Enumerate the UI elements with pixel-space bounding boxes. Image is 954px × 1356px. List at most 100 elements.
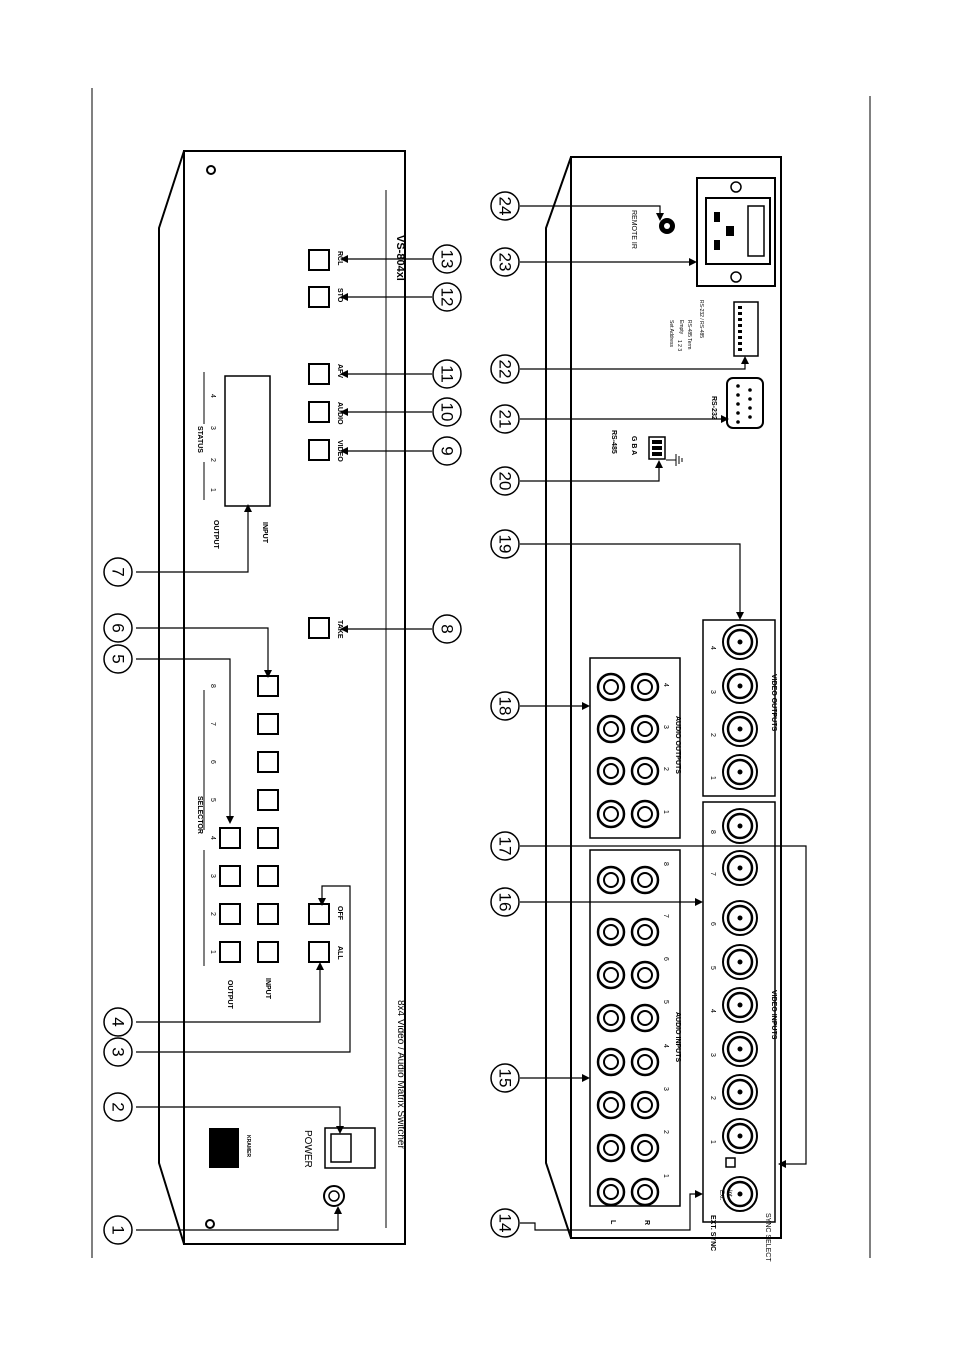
input-select-button[interactable]: [257, 789, 279, 811]
callout-8: 8: [432, 614, 462, 644]
rs232-port[interactable]: [726, 377, 764, 429]
callout-circle: [490, 191, 520, 221]
front-panel-side: [158, 150, 185, 1245]
input-select-button[interactable]: [257, 903, 279, 925]
status-number: 4: [209, 394, 216, 398]
output-row-label: OUTPUT: [226, 980, 233, 1010]
callout-number: 22: [496, 360, 515, 379]
video-output-number: 3: [709, 690, 716, 694]
callout-circle: [103, 613, 133, 643]
int-label: Int.: [726, 1190, 732, 1199]
callout-number: 18: [496, 697, 515, 716]
input-select-button[interactable]: [257, 941, 279, 963]
input-select-button[interactable]: [257, 865, 279, 887]
output-select-button[interactable]: [219, 865, 241, 887]
dip-slot: [738, 312, 742, 315]
kramer-logo-icon: [209, 1128, 239, 1168]
leader-6: [136, 627, 269, 674]
video-input-bnc-pin: [737, 823, 743, 829]
audio-button[interactable]: [308, 401, 330, 423]
leader-4: [136, 966, 321, 1023]
selector-number: 1: [209, 950, 216, 954]
callout-number: 8: [438, 624, 457, 633]
rs232-pins: [736, 384, 752, 424]
audio-input-number: 6: [662, 957, 669, 961]
arrow-10: [340, 408, 348, 416]
video-outputs-block: [702, 619, 776, 797]
callout-16: 16: [490, 887, 520, 917]
kramer-logo: KRAMER: [209, 1128, 251, 1168]
callout-9: 9: [432, 436, 462, 466]
audio-output-left-jack-ring: [603, 721, 619, 737]
rcl-button[interactable]: [308, 249, 330, 271]
dip-label: 1 2 3: [676, 340, 682, 351]
output-select-button[interactable]: [219, 941, 241, 963]
audio-outputs-block: [589, 657, 681, 839]
audio-output-right-jack-ring: [637, 679, 653, 695]
off-button[interactable]: [308, 903, 330, 925]
video-inputs-label: VIDEO INPUTS: [770, 990, 777, 1040]
rear-panel-face: [570, 156, 782, 1239]
rs232-pin: [736, 393, 740, 397]
arrow-2: [336, 1126, 344, 1134]
callout-number: 14: [496, 1214, 515, 1233]
dip-slot: [738, 342, 742, 345]
afv-button[interactable]: [308, 363, 330, 385]
front-panel: VS-804xl 8x4 Video / Audio Matrix Switch…: [158, 150, 406, 1245]
callout-number: 9: [438, 446, 457, 455]
callout-14: 14: [490, 1208, 520, 1238]
leader-20: [520, 464, 660, 482]
all-button[interactable]: [308, 941, 330, 963]
callout-number: 1: [109, 1225, 128, 1234]
callout-circle: [103, 644, 133, 674]
callout-number: 13: [438, 250, 457, 269]
rs232-label: RS-232: [710, 396, 717, 420]
input-buttons: [257, 675, 279, 963]
rs485-label: RS-485: [610, 430, 617, 454]
ext-sync-bnc-pin: [737, 1191, 743, 1197]
callout-number: 7: [109, 567, 128, 576]
input-select-button[interactable]: [257, 713, 279, 735]
sync-select-switch[interactable]: [725, 1157, 736, 1168]
video-output-bnc-pin: [737, 683, 743, 689]
video-outputs-label: VIDEO OUTPUTS: [770, 674, 777, 732]
video-output-number: 4: [709, 646, 716, 650]
dip-switch[interactable]: [733, 301, 759, 357]
callout-circle: [490, 529, 520, 559]
callout-circle: [490, 1063, 520, 1093]
video-input-bnc-pin: [737, 959, 743, 965]
audio-input-number: 5: [662, 1000, 669, 1004]
video-button[interactable]: [308, 439, 330, 461]
callout-12: 12: [432, 282, 462, 312]
left-channel-label: L: [609, 1220, 616, 1225]
leader-14: [520, 1193, 700, 1231]
audio-input-right-jack-ring: [637, 967, 653, 983]
callout-11: 11: [432, 359, 462, 389]
input-select-button[interactable]: [257, 751, 279, 773]
audio-input-left-jack-ring: [603, 967, 619, 983]
dip-slot: [738, 318, 742, 321]
inlet-screw-icon: [730, 271, 742, 283]
audio-inputs-block: [589, 849, 681, 1207]
leader-17: [520, 845, 807, 1165]
input-select-button[interactable]: [257, 675, 279, 697]
take-button[interactable]: [308, 617, 330, 639]
arrow-1: [334, 1206, 342, 1214]
callout-circle: [490, 1208, 520, 1238]
callout-number: 23: [496, 253, 515, 272]
audio-input-right-jack-ring: [637, 924, 653, 940]
audio-input-left-jack-ring: [603, 1097, 619, 1113]
output-select-button[interactable]: [219, 827, 241, 849]
output-select-button[interactable]: [219, 903, 241, 925]
callout-6: 6: [103, 613, 133, 643]
audio-input-left-jack-ring: [603, 1140, 619, 1156]
ext-sync-label: EXT. SYNC: [709, 1215, 716, 1251]
arrow-3: [318, 898, 326, 906]
audio-output-right-jack-ring: [637, 806, 653, 822]
input-select-button[interactable]: [257, 827, 279, 849]
sto-button[interactable]: [308, 286, 330, 308]
callout-number: 10: [438, 403, 457, 422]
